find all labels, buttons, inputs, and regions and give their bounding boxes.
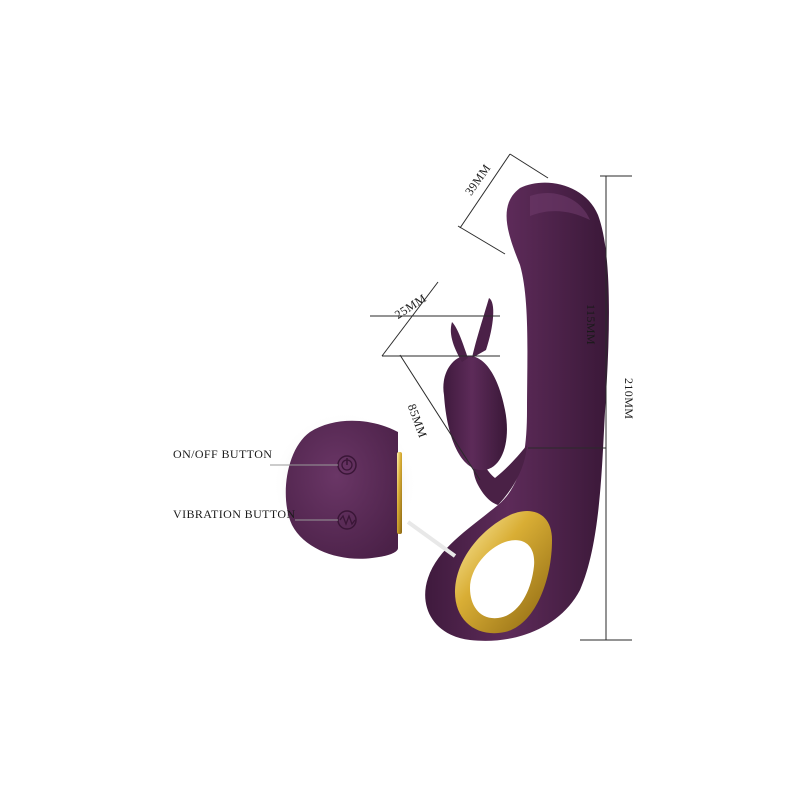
vibration-button-label: VIBRATION BUTTON [173,507,296,521]
handle-opening [470,540,535,619]
rabbit-ear-right [472,298,494,358]
head-highlight [530,193,590,220]
dim-shaft-length: 115MM [584,304,598,345]
zoom-gold-edge [397,452,402,534]
rabbit-head [443,355,507,471]
zoom-circle [285,420,398,559]
on-off-button-label: ON/OFF BUTTON [173,447,273,461]
rabbit-ear-left [450,322,468,362]
rabbit-arm [472,440,527,505]
vibrator-body [425,182,609,641]
dimension-lines [370,153,632,641]
zoom-pointer [406,520,457,558]
dim-total-length: 210MM [622,378,636,420]
